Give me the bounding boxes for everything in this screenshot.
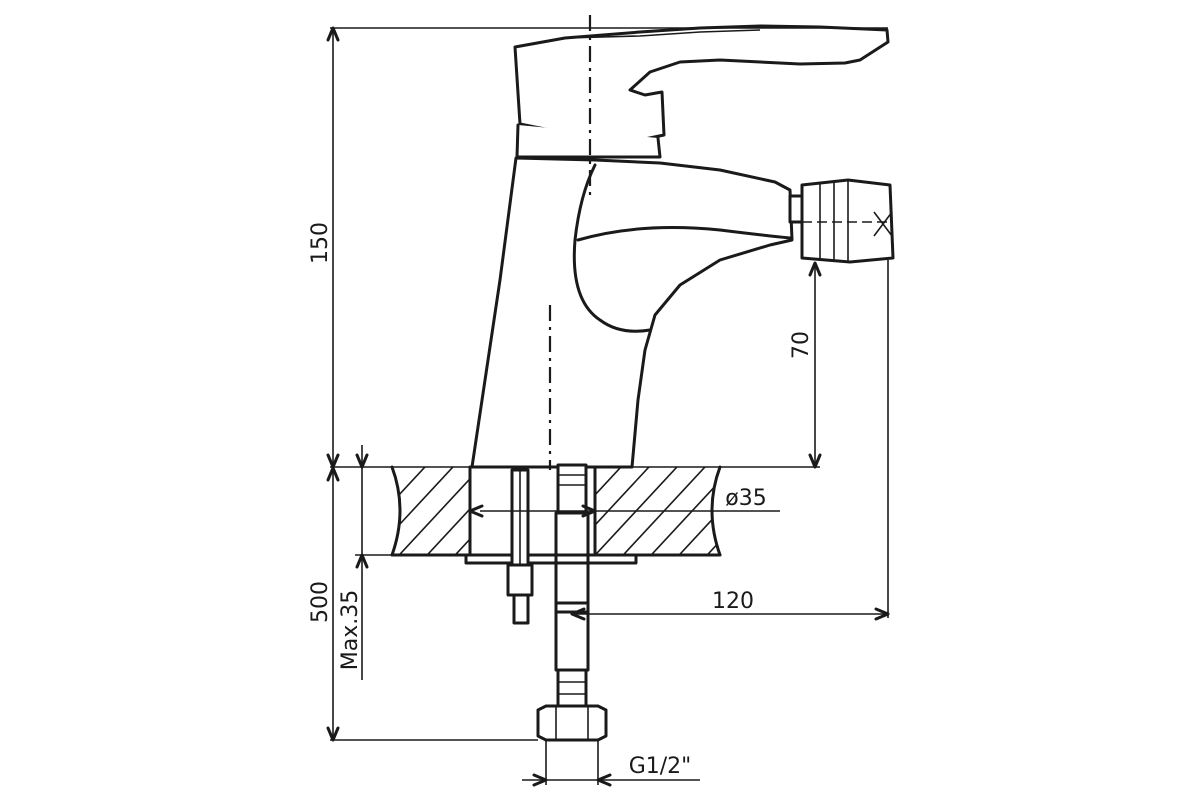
lever-handle bbox=[513, 24, 890, 142]
hatch-line bbox=[880, 440, 1010, 580]
hatch-line bbox=[543, 467, 675, 555]
dim-500-label: 500 bbox=[308, 581, 333, 623]
hatch-line bbox=[908, 440, 1038, 580]
dim-diameter-35-label: ø35 bbox=[725, 486, 766, 511]
deck-section bbox=[390, 440, 1038, 580]
hatch-line bbox=[599, 467, 720, 555]
dim-150-label: 150 bbox=[308, 222, 333, 264]
hatch-line bbox=[824, 440, 954, 580]
dimension-lines bbox=[326, 26, 890, 787]
mounting-stud bbox=[506, 468, 534, 625]
hatch-line bbox=[627, 467, 720, 555]
hex-nut bbox=[536, 704, 608, 742]
hatch-line bbox=[571, 467, 703, 555]
deck-hatching bbox=[392, 440, 1038, 580]
flex-hose bbox=[536, 463, 608, 742]
dim-120-label: 120 bbox=[712, 589, 754, 614]
hatch-line bbox=[768, 440, 898, 580]
dim-70-label: 70 bbox=[789, 331, 814, 359]
hatch-line bbox=[392, 467, 479, 555]
faucet-body bbox=[470, 24, 895, 469]
hatch-line bbox=[392, 467, 451, 555]
dim-thread-label: G1/2" bbox=[629, 754, 692, 779]
hatch-line bbox=[852, 440, 982, 580]
dim-max35-label: Max.35 bbox=[338, 590, 363, 670]
hatch-line bbox=[392, 467, 507, 555]
